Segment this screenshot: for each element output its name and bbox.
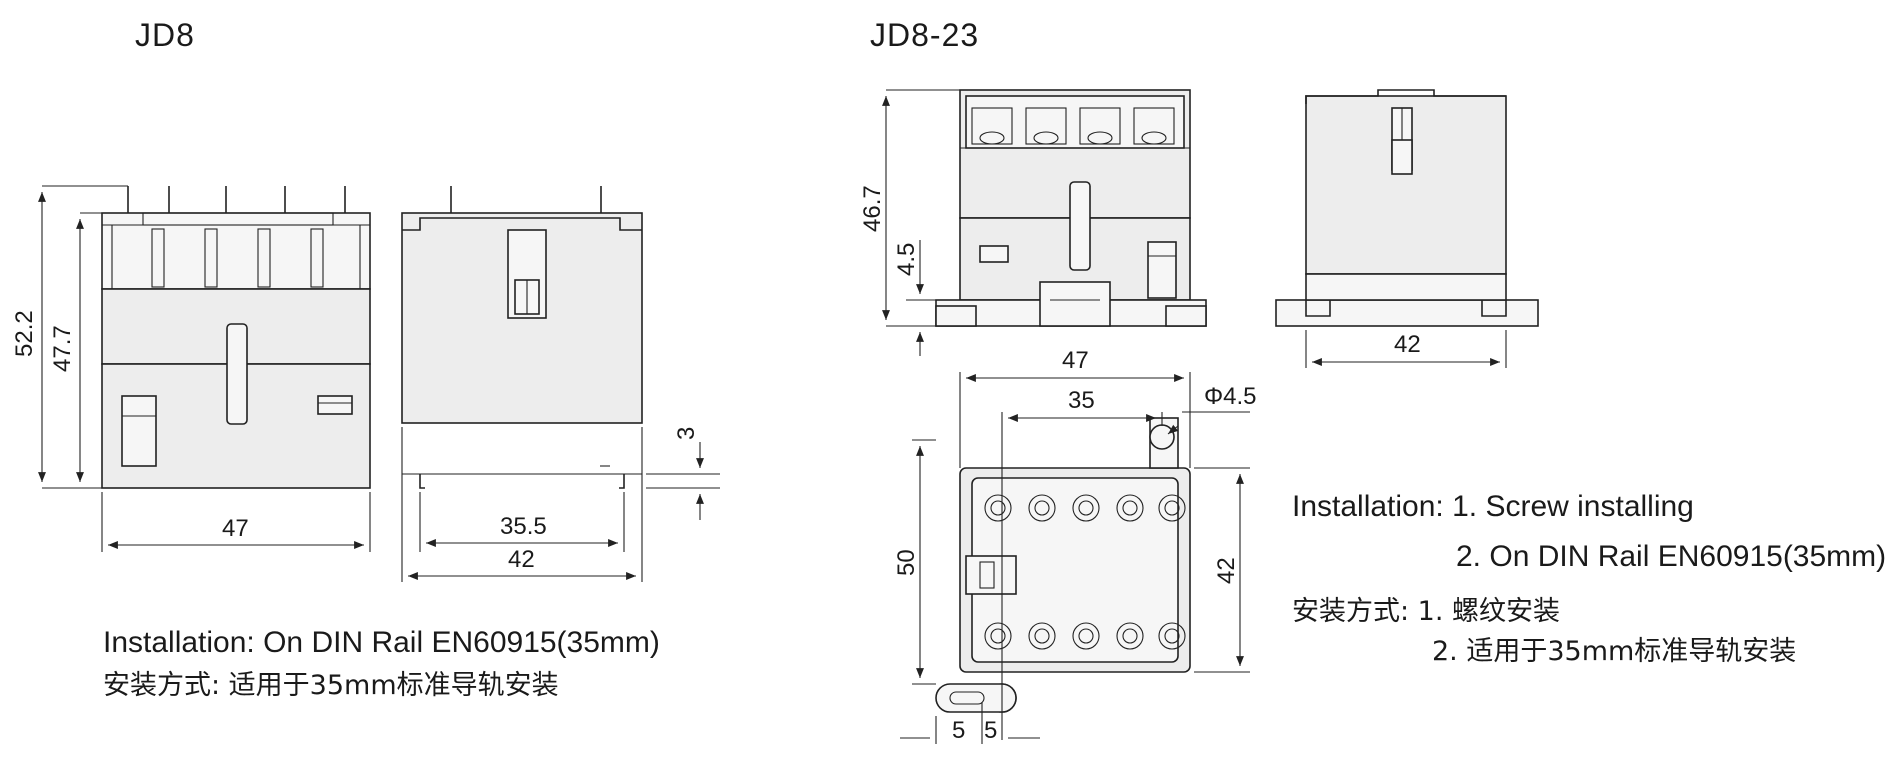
dim-jd8-23-base-4-5: 4.5 <box>893 243 920 276</box>
dim-jd8-23-hole-35: 35 <box>1068 387 1095 414</box>
jd8-front-view <box>101 186 371 489</box>
dim-jd8-23-side-42: 42 <box>1394 331 1421 358</box>
dim-jd8-rail-35-5: 35.5 <box>500 513 547 540</box>
dim-jd8-23-top-42: 42 <box>1213 557 1240 584</box>
jd8-front-dimensions: 52.2 47.7 47 <box>11 185 371 552</box>
dim-jd8-23-top-47: 47 <box>1062 347 1089 374</box>
jd8-23-install-note-en-2: 2. On DIN Rail EN60915(35mm) <box>1456 540 1886 573</box>
jd8-23-install-note-cn-1: 安装方式: 1. 螺纹安装 <box>1292 596 1560 627</box>
jd8-23-install-note-en-1: Installation: 1. Screw installing <box>1292 490 1694 523</box>
jd8-23-terminal-screws <box>971 107 1175 145</box>
dim-jd8-width-42: 42 <box>508 546 535 573</box>
jd8-23-top-dimensions: 47 35 Φ4.5 50 42 5 5 <box>893 347 1257 744</box>
jd8-23-install-note-cn-2: 2. 适用于35mm标准导轨安装 <box>1432 636 1796 667</box>
jd8-23-top-screws-row-2 <box>984 622 1186 650</box>
jd8-side-dimensions: 35.5 42 3 <box>401 427 720 582</box>
dim-jd8-height-47-7: 47.7 <box>49 325 76 372</box>
dim-jd8-23-offset-5b: 5 <box>984 717 997 744</box>
jd8-23-front-dimensions: 46.7 4.5 <box>859 89 960 356</box>
title-jd8: JD8 <box>135 17 195 53</box>
dim-jd8-rail-offset-3: 3 <box>673 427 700 440</box>
jd8-23-top-screws-row-1 <box>984 494 1186 522</box>
dim-jd8-23-hole-dia: Φ4.5 <box>1204 383 1257 410</box>
jd8-install-note-en: Installation: On DIN Rail EN60915(35mm) <box>103 626 660 659</box>
jd8-side-view <box>401 186 643 489</box>
jd8-23-side-view <box>1275 89 1539 327</box>
jd8-23-front-view <box>935 89 1207 327</box>
dim-jd8-width-47: 47 <box>222 515 249 542</box>
jd8-23-side-dimensions: 42 <box>1305 330 1507 368</box>
jd8-23-top-view <box>935 417 1191 713</box>
dim-jd8-height-52-2: 52.2 <box>11 310 38 357</box>
title-jd8-23: JD8-23 <box>870 17 979 53</box>
jd8-install-note-cn: 安装方式: 适用于35mm标准导轨安装 <box>103 670 559 701</box>
dim-jd8-23-offset-5a: 5 <box>952 717 965 744</box>
dim-jd8-23-top-50: 50 <box>893 549 920 576</box>
dim-jd8-23-height-46-7: 46.7 <box>859 185 886 232</box>
